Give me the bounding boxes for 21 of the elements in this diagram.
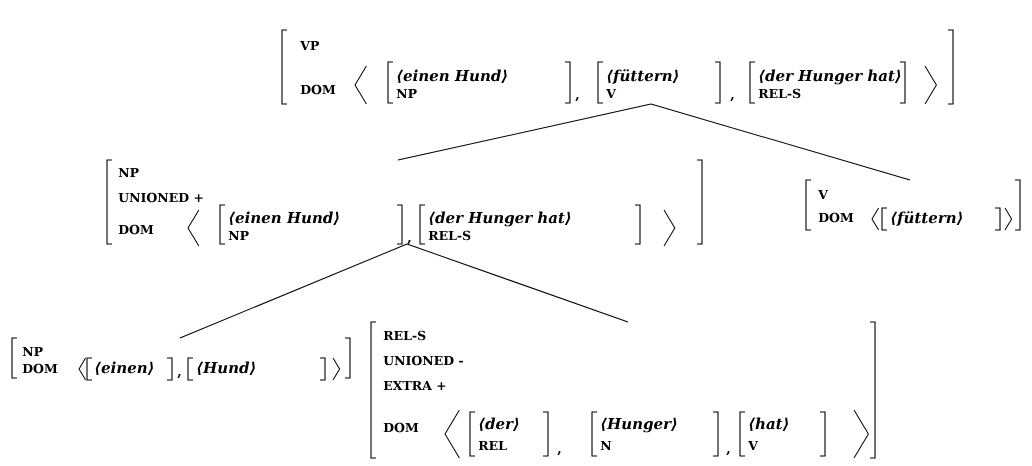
feature-structure: ⟨der⟩ REL xyxy=(469,411,549,457)
tree-branch xyxy=(179,243,408,339)
tree-branch xyxy=(406,243,629,323)
feature-structure: ⟨der Hunger hat⟩ REL-S xyxy=(419,204,641,245)
feature-structure: ⟨Hunger⟩ N xyxy=(591,411,719,457)
feature-structure: ⟨füttern⟩ xyxy=(881,207,1001,231)
comma: , xyxy=(575,97,579,102)
feature-structure: ⟨der Hunger hat⟩ REL-S xyxy=(749,61,906,104)
comma: , xyxy=(726,451,730,456)
tree-branch xyxy=(397,103,652,161)
comma: , xyxy=(730,97,734,102)
feature-structure: ⟨einen Hund⟩ NP xyxy=(387,61,571,104)
feature-structure: ⟨füttern⟩ V xyxy=(597,61,721,104)
feature-structure: ⟨einen⟩ xyxy=(86,357,173,381)
feature-structure: ⟨einen Hund⟩ NP xyxy=(219,204,403,245)
comma: , xyxy=(557,451,561,456)
comma: , xyxy=(177,374,181,379)
tree-branch xyxy=(650,103,911,181)
comma: , xyxy=(407,240,411,245)
feature-structure: ⟨Hund⟩ xyxy=(187,357,326,381)
feature-structure: ⟨hat⟩ V xyxy=(739,411,826,457)
